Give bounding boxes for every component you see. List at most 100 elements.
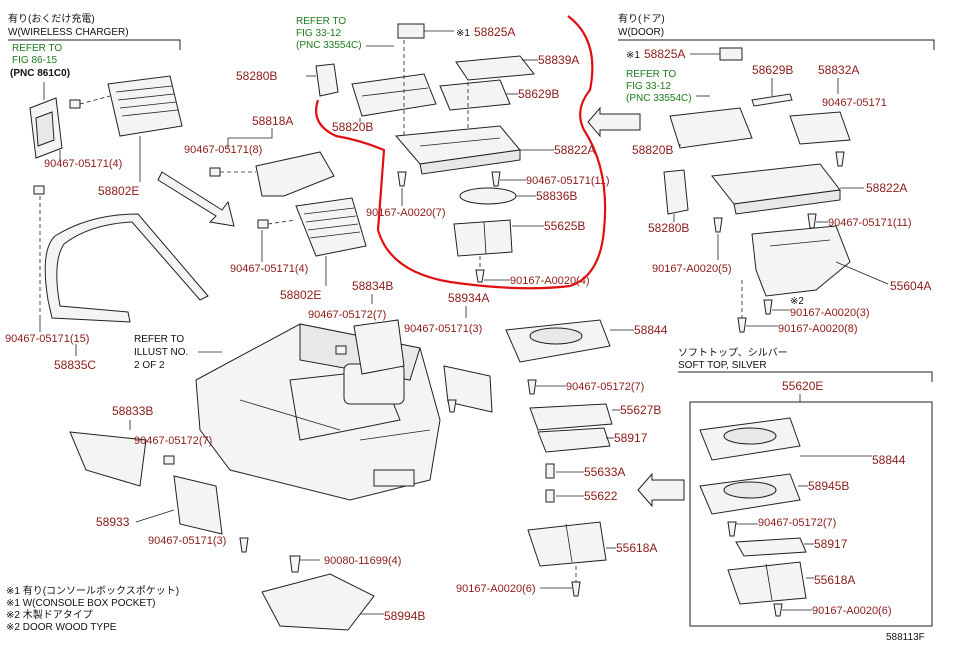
part-55625B[interactable]: 55625B <box>544 219 585 233</box>
ref-illust-l2[interactable]: ILLUST NO. <box>134 347 188 358</box>
part-58825A[interactable]: 58825A <box>474 25 515 39</box>
knob-58280b-part <box>315 63 339 97</box>
tray-58802e-part <box>295 197 367 257</box>
ref-fig33b-l2[interactable]: FIG 33-12 <box>626 81 671 92</box>
part-58802E-top[interactable]: 58802E <box>98 184 139 198</box>
part-58844-softtop[interactable]: 58844 <box>872 453 906 467</box>
part-90467-05171-15[interactable]: 90467-05171(15) <box>5 333 89 345</box>
holder-55618a-part <box>527 521 607 567</box>
ref-fig33a-l2[interactable]: FIG 33-12 <box>296 28 341 39</box>
part-58917[interactable]: 58917 <box>614 431 648 445</box>
part-55622[interactable]: 55622 <box>584 489 618 503</box>
clip-icon <box>257 219 269 229</box>
part-90167-A0020-6-softtop[interactable]: 90167-A0020(6) <box>812 605 892 617</box>
charger-tray-part <box>107 75 183 137</box>
part-55627B[interactable]: 55627B <box>620 403 661 417</box>
part-58832A-door[interactable]: 58832A <box>818 63 859 77</box>
ref-fig33a-l1[interactable]: REFER TO <box>296 16 346 27</box>
part-55618A-softtop[interactable]: 55618A <box>814 573 855 587</box>
part-55633A[interactable]: 55633A <box>584 465 625 479</box>
softtop-58945b-part <box>699 473 801 515</box>
part-90167-A0020-4[interactable]: 90167-A0020(4) <box>510 275 590 287</box>
ref-illust-l1[interactable]: REFER TO <box>134 334 184 345</box>
part-90167-A0020-8[interactable]: 90167-A0020(8) <box>778 323 858 335</box>
part-58933[interactable]: 58933 <box>96 515 130 529</box>
part-90467-05172-7b[interactable]: 90467-05172(7) <box>134 435 212 447</box>
legend-line-4: ※2 DOOR WOOD TYPE <box>6 622 117 633</box>
part-58280B[interactable]: 58280B <box>236 69 277 83</box>
part-58833B[interactable]: 58833B <box>112 404 153 418</box>
part-90467-05172-7c[interactable]: 90467-05172(7) <box>566 381 644 393</box>
mat-58629b-part <box>439 79 511 111</box>
part-58836B[interactable]: 58836B <box>536 189 577 203</box>
part-90467-05171-11-door[interactable]: 90467-05171(11) <box>828 217 912 229</box>
bolt-icon <box>289 555 301 573</box>
screw-icon <box>773 603 783 617</box>
bracket-58994b-part <box>261 573 375 631</box>
part-90467-05171-door[interactable]: 90467-05171 <box>822 97 887 109</box>
part-90467-05171-4a[interactable]: 90467-05171(4) <box>44 158 122 170</box>
spring-55622-part <box>545 489 555 503</box>
figure-id: 588113F <box>886 632 925 643</box>
part-58818A[interactable]: 58818A <box>252 114 293 128</box>
part-58280B-door[interactable]: 58280B <box>648 221 689 235</box>
ref-fig33a-l3[interactable]: (PNC 33554C) <box>296 40 362 51</box>
part-58844[interactable]: 58844 <box>634 323 668 337</box>
part-58820B[interactable]: 58820B <box>332 120 373 134</box>
part-58994B[interactable]: 58994B <box>384 609 425 623</box>
part-90467-05171-3a[interactable]: 90467-05171(3) <box>404 323 482 335</box>
part-90467-05171-8[interactable]: 90467-05171(8) <box>184 144 262 156</box>
part-90167-A0020-3[interactable]: 90167-A0020(3) <box>790 307 870 319</box>
part-58629B-door[interactable]: 58629B <box>752 63 793 77</box>
part-58802E-mid[interactable]: 58802E <box>280 288 321 302</box>
part-58835C[interactable]: 58835C <box>54 358 96 372</box>
legend-line-1: ※1 有り(コンソールボックスポケット) <box>6 584 179 597</box>
part-58825A-door[interactable]: 58825A <box>644 47 685 61</box>
part-90080-11699-4[interactable]: 90080-11699(4) <box>324 555 401 567</box>
leader-line <box>835 261 889 285</box>
part-58820B-door[interactable]: 58820B <box>632 143 673 157</box>
bracket-58818a-part <box>255 151 335 197</box>
wireless-header-jp: 有り(おくだけ充電) <box>8 12 95 25</box>
garnish-58835c-part <box>44 213 209 323</box>
clip-icon <box>447 399 457 413</box>
ref-fig86-l2[interactable]: FIG 86-15 <box>12 55 57 66</box>
mat-58836b-part <box>459 187 517 205</box>
softtop-header-en: SOFT TOP, SILVER <box>678 360 767 371</box>
ref-fig33b-l3[interactable]: (PNC 33554C) <box>626 93 692 104</box>
box-55604a-part <box>751 225 851 297</box>
ref-fig86-l1[interactable]: REFER TO <box>12 43 62 54</box>
part-58934A[interactable]: 58934A <box>448 291 489 305</box>
part-58945B[interactable]: 58945B <box>808 479 849 493</box>
door-header-jp: 有り(ドア) <box>618 12 665 25</box>
part-90167-A0020-6[interactable]: 90167-A0020(6) <box>456 583 536 595</box>
part-58917-softtop[interactable]: 58917 <box>814 537 848 551</box>
leader-line <box>135 509 175 523</box>
part-58834B[interactable]: 58834B <box>352 279 393 293</box>
part-90467-05171-4b[interactable]: 90467-05171(4) <box>230 263 308 275</box>
part-58822A-door[interactable]: 58822A <box>866 181 907 195</box>
part-90467-05171-11[interactable]: 90467-05171(11) <box>526 175 610 187</box>
part-90467-05171-3b[interactable]: 90467-05171(3) <box>148 535 226 547</box>
part-55620E[interactable]: 55620E <box>782 379 823 393</box>
part-90467-05172-7-softtop[interactable]: 90467-05172(7) <box>758 517 836 529</box>
part-58822A[interactable]: 58822A <box>554 143 595 157</box>
screw-icon <box>763 299 773 315</box>
part-58839A[interactable]: 58839A <box>538 53 579 67</box>
door-bracket <box>618 39 935 50</box>
clip-icon <box>33 185 45 195</box>
part-58629B[interactable]: 58629B <box>518 87 559 101</box>
ref-fig33b-l1[interactable]: REFER TO <box>626 69 676 80</box>
softtop-bracket <box>678 371 933 382</box>
clip-icon <box>239 537 249 553</box>
screw-icon <box>737 317 747 333</box>
part-55618A[interactable]: 55618A <box>616 541 657 555</box>
screw-icon <box>397 171 407 187</box>
ref-illust-l3[interactable]: 2 OF 2 <box>134 360 165 371</box>
part-90467-05172-7a[interactable]: 90467-05172(7) <box>308 309 386 321</box>
part-90167-A0020-5[interactable]: 90167-A0020(5) <box>652 263 732 275</box>
part-55604A[interactable]: 55604A <box>890 279 931 293</box>
ref-pnc861[interactable]: (PNC 861C0) <box>10 68 70 79</box>
part-90167-A0020-7[interactable]: 90167-A0020(7) <box>366 207 446 219</box>
